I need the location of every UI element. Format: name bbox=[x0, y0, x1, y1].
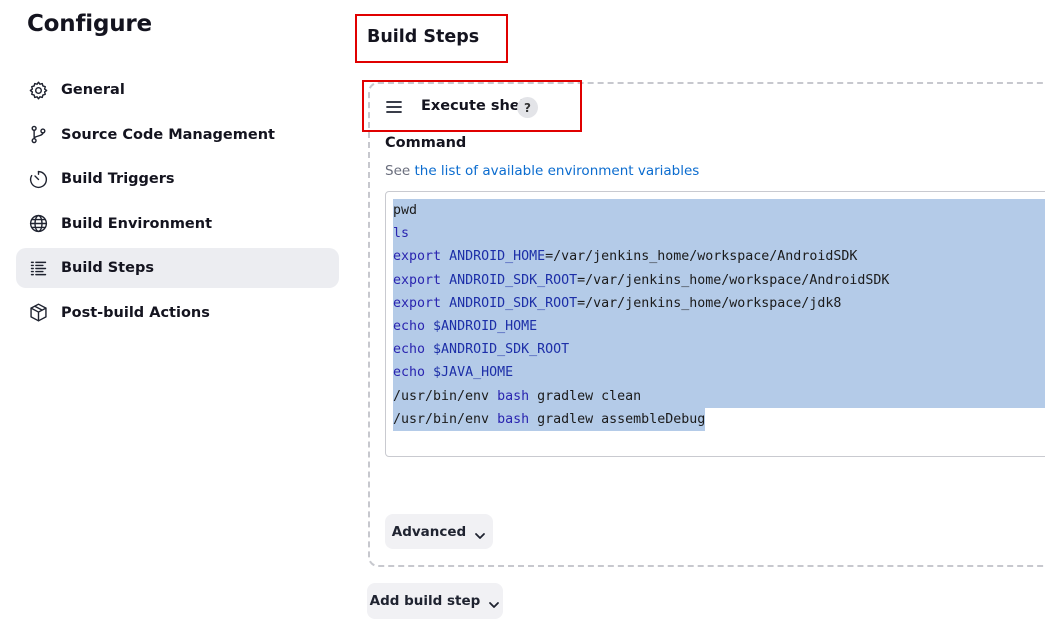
sidebar-item-post-build-actions[interactable]: Post-build Actions bbox=[16, 293, 339, 333]
command-label: Command bbox=[385, 135, 467, 151]
code-line: echo $JAVA_HOME bbox=[393, 361, 1045, 385]
sidebar-item-label: Build Environment bbox=[61, 215, 213, 232]
highlight-box-step-header bbox=[362, 80, 582, 132]
chevron-down-icon bbox=[488, 597, 500, 608]
advanced-label: Advanced bbox=[391, 523, 467, 540]
add-build-step-label: Add build step bbox=[369, 593, 481, 609]
sidebar-item-label: Build Steps bbox=[61, 260, 154, 277]
sidebar-item-label: Post-build Actions bbox=[61, 304, 210, 321]
timer-icon bbox=[27, 168, 49, 190]
sidebar-item-build-steps[interactable]: Build Steps bbox=[16, 248, 339, 289]
code-text: echo $ANDROID_HOME bbox=[393, 314, 1045, 339]
list-icon bbox=[27, 257, 49, 279]
build-step-card bbox=[368, 82, 1045, 567]
package-icon bbox=[27, 302, 49, 324]
sidebar-item-build-triggers[interactable]: Build Triggers bbox=[16, 159, 339, 199]
step-name: Execute shell bbox=[421, 98, 530, 114]
sidebar-item-label: General bbox=[61, 82, 125, 98]
page-title: Configure bbox=[27, 11, 152, 37]
code-line: echo $ANDROID_SDK_ROOT bbox=[393, 338, 1045, 362]
code-line: export ANDROID_HOME=/var/jenkins_home/wo… bbox=[393, 245, 1045, 269]
code-line: /usr/bin/env bash gradlew clean bbox=[393, 384, 1045, 408]
code-line: /usr/bin/env bash gradlew assembleDebug bbox=[393, 407, 1045, 431]
sidebar-item-general[interactable]: General bbox=[16, 70, 339, 110]
sidebar-item-label: Build Triggers bbox=[61, 171, 175, 188]
highlight-box-section-title bbox=[355, 14, 508, 63]
branch-icon bbox=[27, 124, 49, 146]
code-text: export ANDROID_SDK_ROOT=/var/jenkins_hom… bbox=[393, 291, 1045, 315]
code-lines: pwd ls export ANDROID_HOME=/var/jenkins_… bbox=[393, 199, 1045, 431]
drag-handle-icon[interactable] bbox=[385, 99, 403, 113]
command-description: See the list of available environment va… bbox=[385, 163, 699, 179]
chevron-down-icon bbox=[474, 528, 486, 539]
section-title: Build Steps bbox=[367, 27, 480, 47]
sidebar-item-build-environment[interactable]: Build Environment bbox=[16, 204, 339, 244]
sidebar-item-label: Source Code Management bbox=[61, 126, 275, 143]
add-build-step-button[interactable]: Add build step bbox=[367, 583, 503, 619]
gear-icon bbox=[27, 79, 49, 101]
code-line: export ANDROID_SDK_ROOT=/var/jenkins_hom… bbox=[393, 268, 1045, 292]
code-text: ls bbox=[393, 222, 1045, 246]
code-text: /usr/bin/env bash gradlew assembleDebug bbox=[393, 407, 706, 431]
command-textarea[interactable]: pwd ls export ANDROID_HOME=/var/jenkins_… bbox=[385, 191, 1045, 457]
code-text: pwd bbox=[393, 199, 1045, 223]
code-text: /usr/bin/env bash gradlew clean bbox=[393, 384, 1045, 408]
description-prefix: See bbox=[385, 163, 415, 179]
env-vars-link[interactable]: the list of available environment variab… bbox=[414, 163, 700, 179]
code-line: echo $ANDROID_HOME bbox=[393, 314, 1045, 339]
code-text: echo $ANDROID_SDK_ROOT bbox=[393, 338, 1045, 362]
code-line: export ANDROID_SDK_ROOT=/var/jenkins_hom… bbox=[393, 291, 1045, 315]
advanced-button[interactable]: Advanced bbox=[385, 514, 493, 549]
globe-icon bbox=[27, 213, 49, 235]
sidebar-nav: General Source Code Management Build Tri… bbox=[16, 70, 339, 338]
sidebar-item-source-code-management[interactable]: Source Code Management bbox=[16, 115, 339, 155]
code-text: export ANDROID_HOME=/var/jenkins_home/wo… bbox=[393, 245, 1045, 269]
code-line: pwd bbox=[393, 199, 1045, 223]
code-text: export ANDROID_SDK_ROOT=/var/jenkins_hom… bbox=[393, 268, 1045, 292]
help-icon[interactable]: ? bbox=[517, 97, 538, 118]
code-text: echo $JAVA_HOME bbox=[393, 361, 1045, 385]
code-line: ls bbox=[393, 222, 1045, 246]
